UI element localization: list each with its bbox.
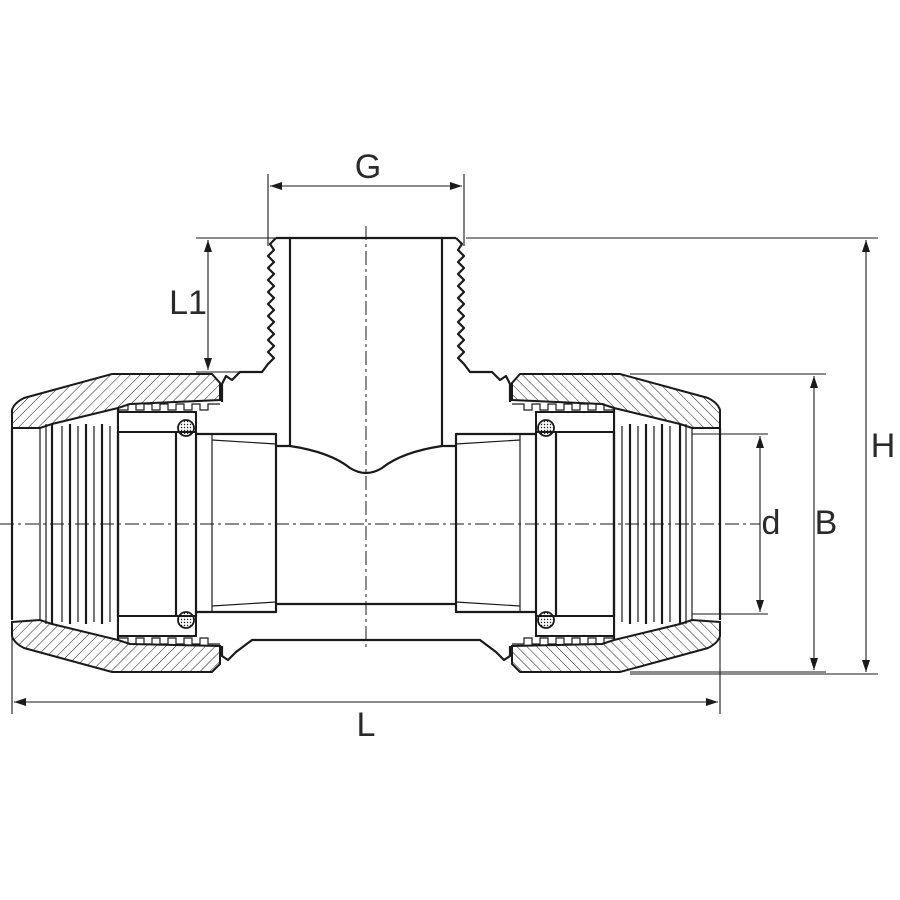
label-g: G — [355, 148, 381, 186]
dimension-l1: L1 — [169, 237, 276, 373]
dimension-b: B — [630, 373, 838, 673]
left-nut-upper — [11, 373, 221, 429]
label-h: H — [871, 427, 896, 465]
dimension-g: G — [267, 148, 465, 246]
branch-threaded-outer-right — [455, 237, 512, 402]
left-nut-lower — [11, 618, 221, 673]
label-d: d — [762, 504, 781, 542]
label-l1: L1 — [169, 284, 207, 322]
branch-threaded-outer-left — [220, 237, 277, 402]
dimension-l: L — [11, 636, 721, 744]
dimension-d: d — [692, 433, 781, 615]
dimension-h: H — [466, 237, 896, 675]
right-port — [454, 373, 722, 673]
label-l: L — [357, 706, 376, 744]
left-port — [10, 373, 278, 673]
label-b: B — [815, 504, 838, 542]
